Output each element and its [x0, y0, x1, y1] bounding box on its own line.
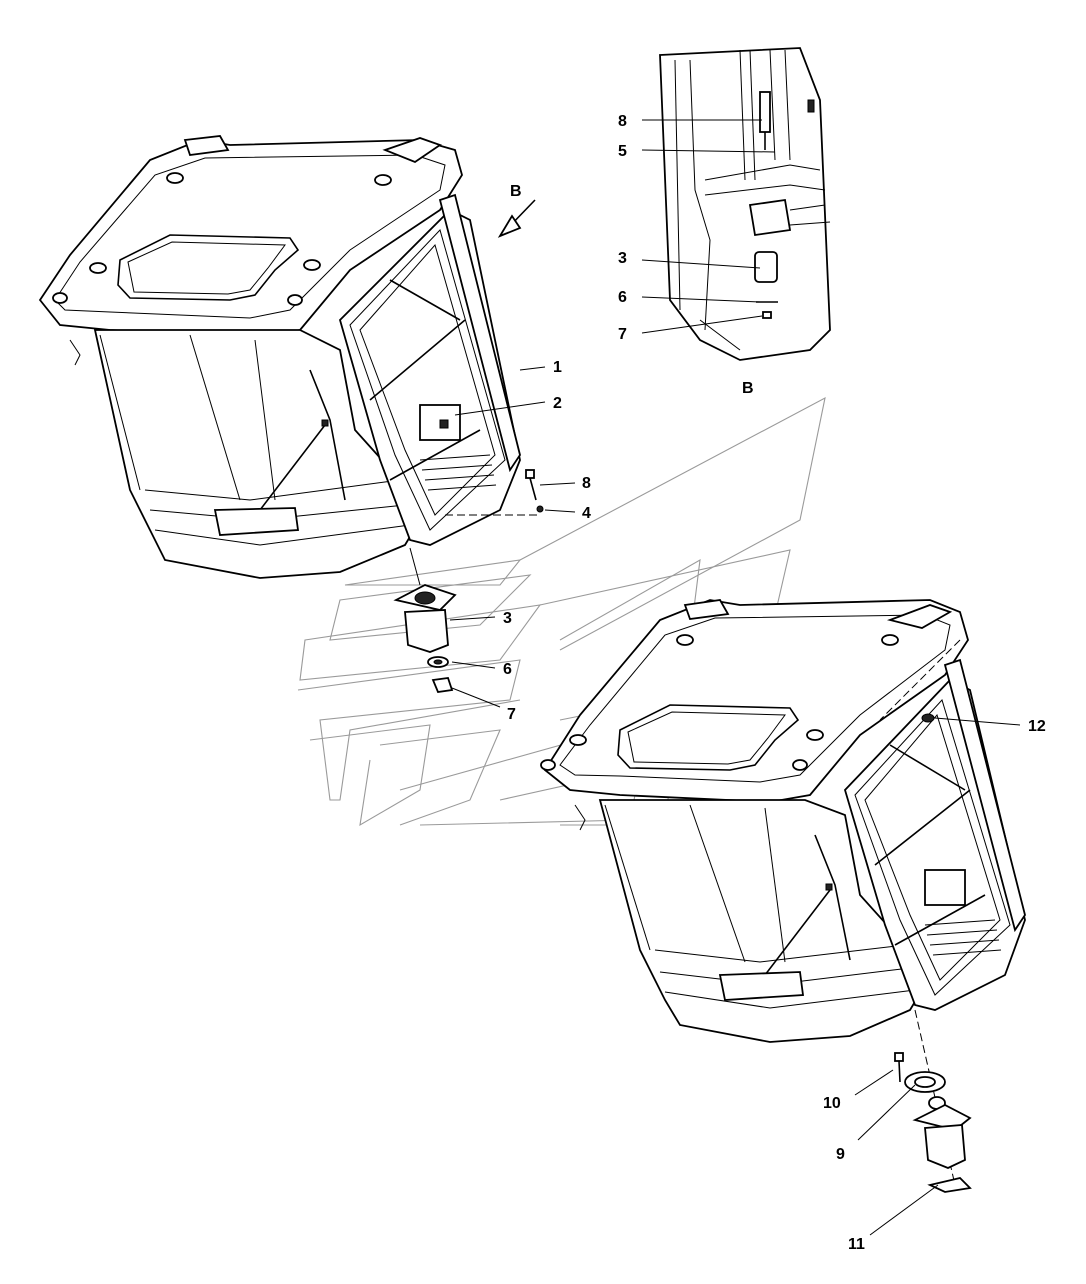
detail-view-b [659, 47, 831, 361]
view-arrow-label-b: B [510, 183, 522, 200]
view-label-b: B [742, 380, 754, 397]
callout-8-detail: 8 [618, 113, 627, 130]
callout-4: 4 [582, 505, 591, 522]
lower-cab [540, 599, 1026, 1043]
callout-10: 10 [823, 1095, 841, 1112]
callout-12: 12 [1028, 718, 1046, 735]
callout-2: 2 [553, 395, 562, 412]
callout-8-main: 8 [582, 475, 591, 492]
callout-1: 1 [553, 359, 562, 376]
view-arrow-b [497, 199, 536, 238]
mount-guideline [409, 547, 421, 586]
main-cab [38, 135, 521, 579]
isolator-mount-main [393, 584, 457, 693]
isolator-mount-lower [894, 1009, 972, 1193]
callout-leaders [449, 119, 1021, 1236]
callout-labels: 1 2 8 4 3 6 7 8 5 3 6 7 B B 12 10 9 11 [503, 113, 1046, 1253]
callout-9: 9 [836, 1146, 845, 1163]
callout-7-detail: 7 [618, 326, 627, 343]
callout-6-main: 6 [503, 661, 512, 678]
callout-6-detail: 6 [618, 289, 627, 306]
callout-11: 11 [848, 1236, 865, 1253]
callout-7-main: 7 [507, 706, 516, 723]
callout-3-main: 3 [503, 610, 512, 627]
callout-3-detail: 3 [618, 250, 627, 267]
bolt-8-main [445, 469, 544, 516]
callout-5-detail: 5 [618, 143, 627, 160]
